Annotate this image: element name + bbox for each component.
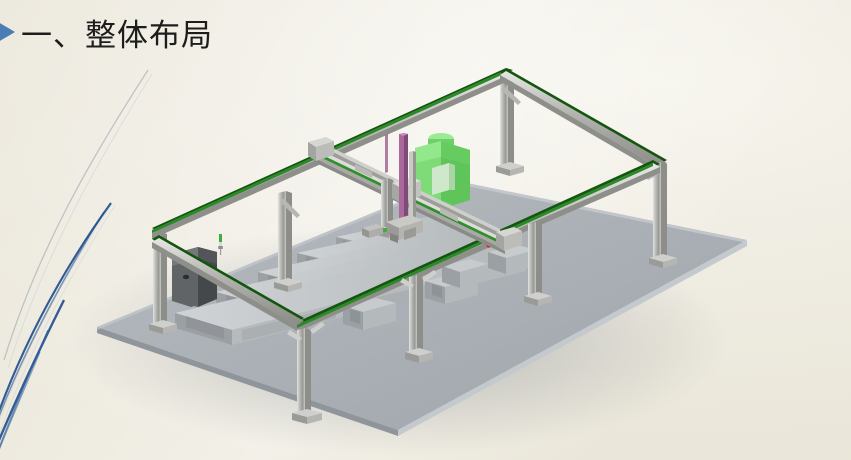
gantry-rail-left-cross — [152, 235, 304, 331]
rack-tool-fixture — [362, 224, 383, 238]
gantry-rail-front — [297, 160, 660, 331]
gantry-column — [524, 222, 552, 306]
page-title: 一、整体布局 — [21, 17, 213, 53]
end-effector — [383, 215, 423, 243]
gantry-column — [496, 78, 524, 176]
vertical-actuator — [385, 133, 421, 229]
gantry-column — [287, 322, 325, 424]
slide-title: 一、整体布局 — [0, 8, 213, 56]
gantry-column — [400, 270, 437, 363]
gantry-column — [274, 191, 302, 292]
triangle-right-icon — [0, 19, 15, 45]
gantry-rail-right-cross — [500, 68, 667, 174]
pallet-box — [442, 259, 488, 288]
gantry-column — [645, 162, 677, 268]
pallet-box — [343, 298, 396, 330]
